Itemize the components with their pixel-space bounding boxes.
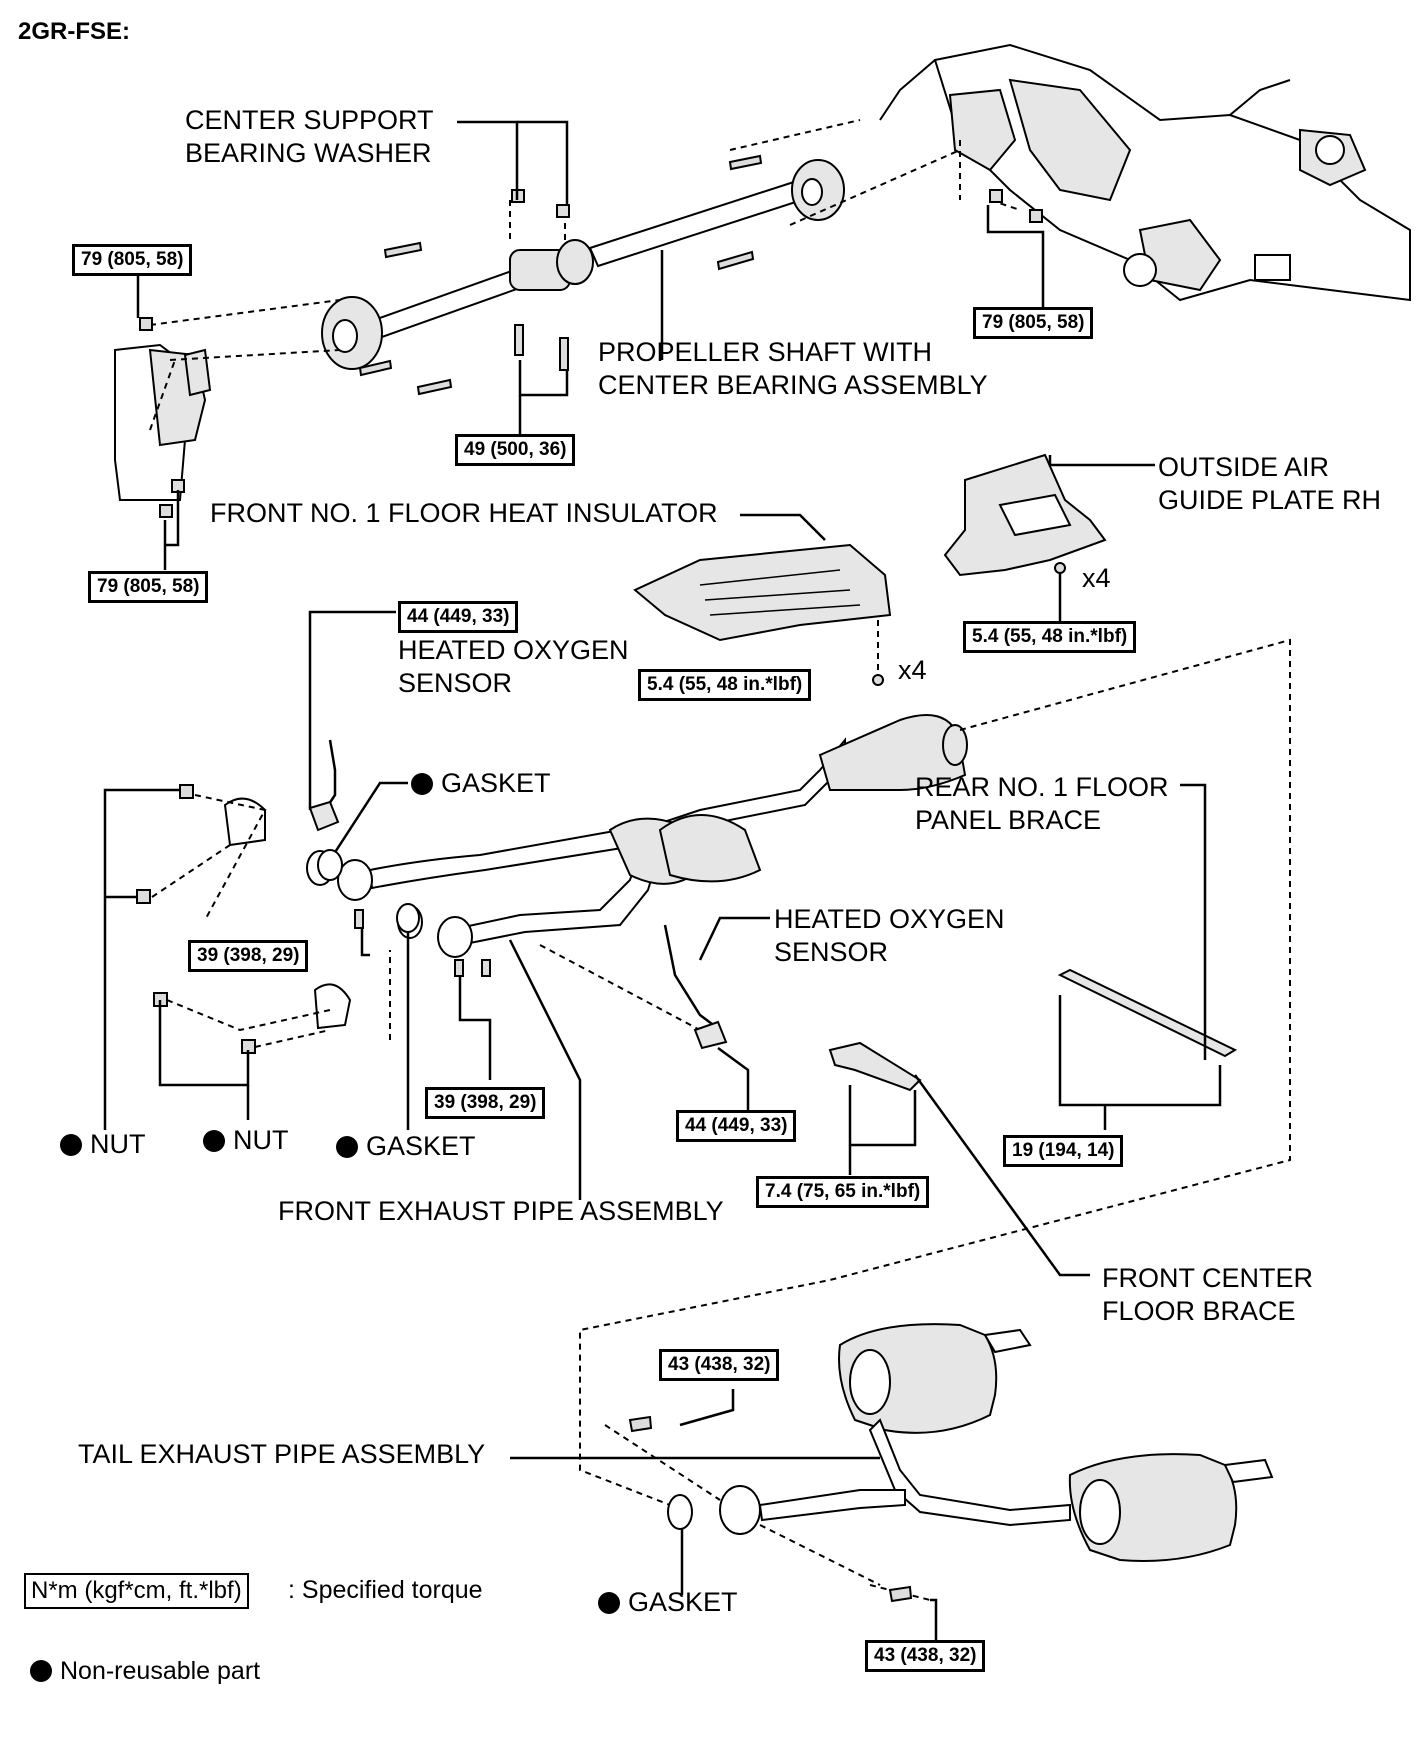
torque-spec-5-4-b: 5.4 (55, 48 in.*lbf) [638,669,812,701]
nut-1-label: NUT [60,1128,146,1161]
torque-spec-43-a: 43 (438, 32) [659,1349,780,1381]
front-center-brace-label: FRONT CENTER FLOOR BRACE [1102,1263,1314,1326]
torque-spec-7-4: 7.4 (75, 65 in.*lbf) [756,1176,930,1208]
gasket-leaders [317,781,420,1130]
torque-spec-19: 19 (194, 14) [1003,1135,1124,1167]
torque-spec-49: 49 (500, 36) [455,434,576,466]
gasket-3-text: GASKET [628,1587,738,1617]
qty-x4-a: x4 [1082,563,1111,593]
nonreusable-dot [60,1134,82,1156]
outside-air-guide-label: OUTSIDE AIR GUIDE PLATE RH [1158,452,1382,515]
front-exhaust-pipe-drawing [136,714,968,1054]
center-support-washer-label: CENTER SUPPORT BEARING WASHER [185,105,434,168]
page-title: 2GR-FSE: [18,18,131,45]
gasket-2-text: GASKET [366,1131,476,1161]
qty-x4-b: x4 [898,655,927,685]
o2-sensor-1-drawing [308,610,396,832]
o2-sensor-1-label: HEATED OXYGEN SENSOR [398,635,629,698]
rear-subframe-drawing [879,43,1411,302]
o2-sensor-2-label: HEATED OXYGEN SENSOR [774,904,1005,967]
gasket-1-label: GASKET [411,767,551,800]
torque-spec-79-c: 79 (805, 58) [88,571,209,603]
nut-1-text: NUT [90,1129,146,1159]
heat-insulator-drawing [633,513,892,686]
torque-spec-44-a: 44 (449, 33) [398,601,519,633]
legend-torque-text: : Specified torque [288,1576,483,1604]
air-guide-plate-drawing [943,453,1155,622]
gasket-1-text: GASKET [441,768,551,798]
tail-exhaust-pipe-drawing [510,1323,1274,1655]
front-exhaust-pipe-leader [508,939,582,1200]
front-exhaust-pipe-label: FRONT EXHAUST PIPE ASSEMBLY [278,1196,724,1226]
transmission-drawing [114,343,212,501]
gasket-2-label: GASKET [336,1130,476,1163]
nonreusable-dot [411,773,433,795]
torque-spec-79-a: 79 (805, 58) [72,244,193,276]
o2-sensor-2-drawing [663,916,770,1110]
rear-floor-brace-label: REAR NO. 1 FLOOR PANEL BRACE [915,772,1169,835]
torque-spec-39-a: 39 (398, 29) [188,940,309,972]
legend-torque-box: N*m (kgf*cm, ft.*lbf) [24,1573,249,1609]
prop-shaft-hardware [139,119,1043,518]
tail-exhaust-pipe-label: TAIL EXHAUST PIPE ASSEMBLY [78,1439,486,1469]
nonreusable-dot [598,1592,620,1614]
front-center-brace-drawing [828,1041,1090,1277]
torque-spec-44-b: 44 (449, 33) [676,1110,797,1142]
torque-spec-39-b: 39 (398, 29) [425,1087,546,1119]
nonreusable-dot [30,1660,52,1682]
nut-2-label: NUT [203,1124,289,1157]
propeller-shaft-label: PROPELLER SHAFT WITH CENTER BEARING ASSE… [598,337,988,400]
torque-spec-79-b: 79 (805, 58) [973,307,1094,339]
rear-floor-brace-drawing [579,638,1291,1506]
prop-shaft-leaders [136,120,1045,570]
bolt-39-leaders [354,909,492,1080]
nonreusable-dot [336,1136,358,1158]
nonreusable-dot [203,1130,225,1152]
torque-spec-5-4-a: 5.4 (55, 48 in.*lbf) [963,621,1137,653]
gasket-3-label: GASKET [598,1586,738,1619]
legend-nonreusable-text: Non-reusable part [60,1657,261,1685]
legend-nonreusable: Non-reusable part [30,1655,260,1688]
heat-insulator-label: FRONT NO. 1 FLOOR HEAT INSULATOR [210,498,718,528]
torque-spec-43-b: 43 (438, 32) [865,1640,986,1672]
nut-2-text: NUT [233,1125,289,1155]
nut-leaders [103,788,250,1130]
